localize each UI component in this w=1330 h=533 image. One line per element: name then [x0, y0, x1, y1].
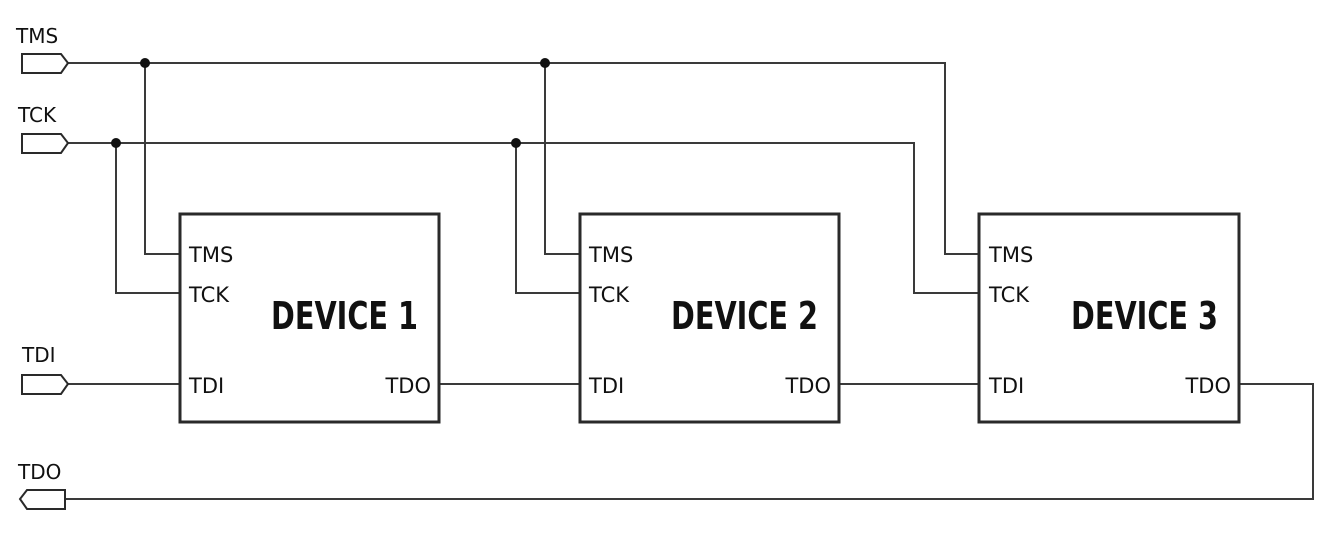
tdo-port-label: TDO	[17, 460, 61, 484]
tck-junction-1	[111, 138, 121, 148]
tck-port-arrow-icon	[21, 133, 70, 154]
device-2: TMS TCK TDI TDO DEVICE 2	[578, 212, 841, 424]
device-1-tdo-pin: TDO	[384, 374, 431, 398]
tms-junction-1	[140, 58, 150, 68]
device-1-box	[178, 212, 441, 424]
device-1-tdi-pin: TDI	[188, 374, 224, 398]
device-3-tck-pin: TCK	[988, 283, 1030, 307]
tck-to-device-2-wire	[515, 143, 580, 294]
tck-port: TCK	[17, 103, 70, 154]
device-2-tck-pin: TCK	[588, 283, 630, 307]
tms-to-device-2-wire	[544, 63, 580, 255]
device-2-box	[578, 212, 841, 424]
device-2-tms-pin: TMS	[588, 243, 633, 267]
tms-bus-wire	[68, 62, 979, 255]
ports: TMS TCK TDI TDO	[15, 24, 70, 510]
tdo-port: TDO	[17, 460, 66, 510]
device-1-tck-pin: TCK	[188, 283, 230, 307]
tdi-port: TDI	[21, 343, 70, 395]
tdi-port-arrow-icon	[21, 374, 70, 395]
tms-port: TMS	[15, 24, 70, 74]
tdi-port-label: TDI	[21, 343, 56, 367]
device-2-tdi-pin: TDI	[588, 374, 624, 398]
device-2-title: DEVICE 2	[671, 294, 818, 338]
device-3-title: DEVICE 3	[1071, 294, 1218, 338]
device-3-tdo-return-wire	[66, 383, 1314, 500]
device-3: TMS TCK TDI TDO DEVICE 3	[977, 212, 1241, 424]
device-2-tdo-pin: TDO	[784, 374, 831, 398]
device-3-box	[977, 212, 1241, 424]
tdo-port-arrow-icon	[18, 489, 66, 510]
tck-port-label: TCK	[17, 103, 57, 127]
tms-to-device-1-wire	[144, 63, 180, 255]
device-3-tms-pin: TMS	[988, 243, 1033, 267]
device-3-tdo-pin: TDO	[1184, 374, 1231, 398]
tck-junction-2	[511, 138, 521, 148]
device-3-tdi-pin: TDI	[988, 374, 1024, 398]
wires	[66, 62, 1314, 500]
tck-to-device-1-wire	[115, 143, 180, 294]
device-1-title: DEVICE 1	[271, 294, 418, 338]
tms-port-label: TMS	[15, 24, 58, 48]
tms-port-arrow-icon	[21, 53, 70, 74]
tck-bus-wire	[68, 142, 979, 294]
device-1-tms-pin: TMS	[188, 243, 233, 267]
junctions	[111, 58, 550, 148]
tms-junction-2	[540, 58, 550, 68]
device-1: TMS TCK TDI TDO DEVICE 1	[178, 212, 441, 424]
